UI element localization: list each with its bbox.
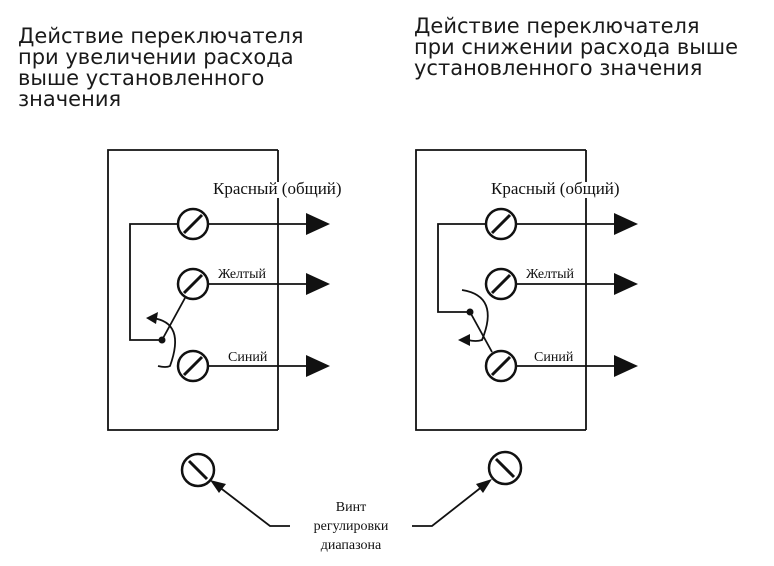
heading-increase-line: выше установленного [18, 66, 265, 90]
housing-outline [415, 149, 586, 431]
heading-decrease-line: при снижении расхода выше [414, 35, 739, 59]
label-yellow: Желтый [218, 267, 267, 282]
switch-blade [161, 297, 186, 341]
arrow-icon [614, 355, 638, 377]
arrow-icon [614, 273, 638, 295]
switch-pivot [466, 308, 474, 316]
heading-increase-line: значения [18, 87, 122, 111]
terminal-screw-icon [484, 349, 518, 383]
switch-travel-arrowhead [146, 312, 158, 324]
screw-caption-line: диапазона [321, 538, 382, 553]
common-wire [129, 223, 178, 341]
label-blue: Синий [534, 350, 574, 365]
leader-arrowhead [476, 479, 492, 493]
label-red-common: Красный (общий) [213, 179, 342, 198]
range-screw-icon [487, 450, 523, 486]
arrow-icon [306, 273, 330, 295]
terminal-screw-icon [176, 207, 210, 241]
switch-travel-arc [151, 317, 177, 368]
terminal-screw-icon [176, 267, 210, 301]
screw-caption-line: регулировки [314, 519, 389, 534]
leader-arrowhead [210, 480, 226, 493]
label-yellow: Желтый [526, 267, 575, 282]
switch-diagram-decrease: Красный (общий) Желтый Синий [415, 149, 638, 431]
arrow-icon [306, 355, 330, 377]
heading-increase-line: Действие переключателя [18, 24, 304, 48]
range-adjust-section: Винт регулировки диапазона [180, 450, 523, 553]
label-blue: Синий [228, 350, 268, 365]
common-wire [437, 223, 486, 313]
heading-increase: Действие переключателя при увеличении ра… [18, 26, 304, 110]
leader-line [412, 481, 489, 527]
arrow-icon [614, 213, 638, 235]
switch-blade [469, 311, 493, 353]
label-red-common: Красный (общий) [491, 179, 620, 198]
switch-pivot [158, 336, 166, 344]
heading-decrease: Действие переключателя при снижении расх… [414, 16, 738, 79]
heading-increase-line: при увеличении расхода [18, 45, 294, 69]
switch-diagram-increase: Красный (общий) Желтый Синий [107, 149, 342, 431]
switch-travel-arc [461, 289, 489, 342]
screw-caption-line: Винт [336, 500, 366, 515]
range-screw-icon [180, 452, 216, 488]
housing-outline [107, 149, 278, 431]
arrow-icon [306, 213, 330, 235]
terminal-screw-icon [484, 267, 518, 301]
heading-decrease-line: Действие переключателя [414, 14, 700, 38]
leader-line [213, 482, 290, 527]
terminal-screw-icon [484, 207, 518, 241]
switch-travel-arrowhead [458, 334, 470, 346]
terminal-screw-icon [176, 349, 210, 383]
heading-decrease-line: установленного значения [414, 56, 703, 80]
